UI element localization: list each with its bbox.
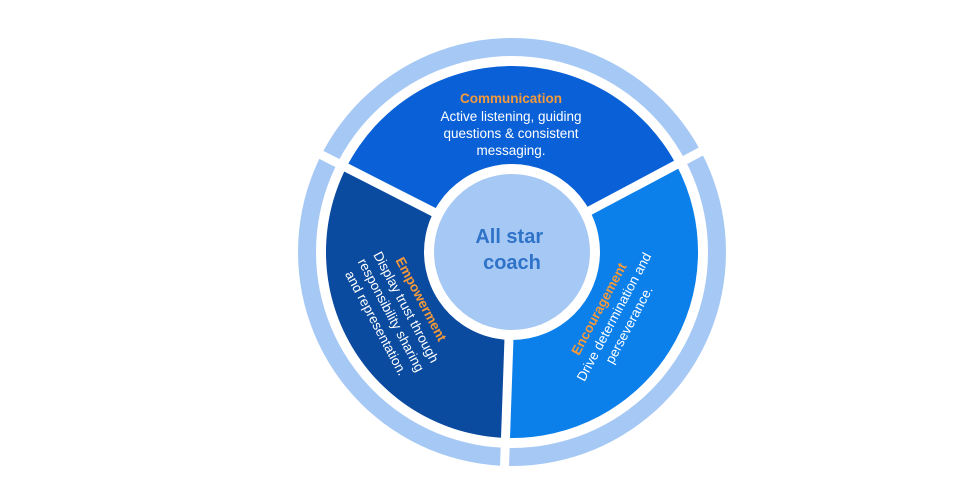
communication-line: questions & consistent — [443, 126, 578, 141]
communication-title: Communication — [460, 91, 562, 106]
communication-line: Active listening, guiding — [440, 109, 581, 124]
separator-upper-right — [580, 143, 711, 219]
separator-bottom — [499, 331, 514, 475]
communication-line: messaging. — [476, 143, 545, 158]
center-label-line: All star — [475, 226, 543, 248]
center-label: All star coach — [475, 226, 548, 274]
center-label-line: coach — [483, 252, 541, 274]
separator-upper-left — [312, 147, 443, 220]
communication-text: Communication Active listening, guiding … — [440, 91, 581, 158]
center-disc — [434, 174, 590, 330]
